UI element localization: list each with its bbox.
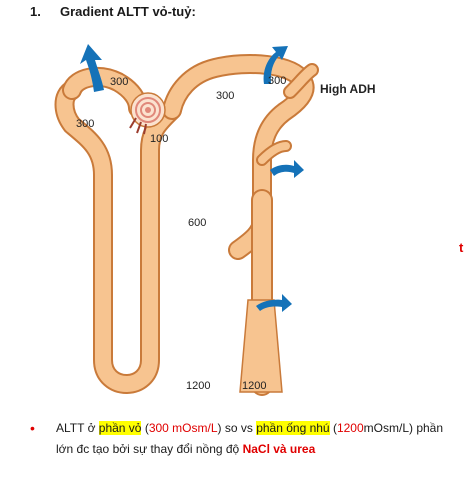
nephron-diagram: 300 300 100 300 300 High ADH 600 1200 12… — [54, 44, 376, 396]
bullet-text-part: mOsm/L) phần lớn đc tạo bởi sự thay đổi … — [56, 421, 444, 456]
label-cortex-top: 300 — [110, 76, 129, 88]
label-interstitial-top: 300 — [216, 90, 235, 102]
bullet-text-part: ) so vs — [217, 421, 257, 435]
arrow-right-2 — [256, 294, 292, 312]
value-papilla: 1200 — [336, 421, 364, 435]
label-cortex-left: 300 — [76, 118, 95, 130]
arrow-up-left — [80, 44, 104, 92]
arrow-right-1 — [270, 160, 304, 178]
section-number: 1. — [30, 4, 41, 19]
nacl-urea: NaCl và urea — [242, 442, 316, 456]
bullet-item: • ALTT ở phần vỏ (300 mOsm/L) so vs phần… — [30, 418, 454, 460]
section-heading: 1. Gradient ALTT vỏ-tuỷ: — [30, 4, 196, 19]
label-collecting-top: 300 — [268, 75, 287, 87]
value-cortex: 300 mOsm/L — [148, 421, 218, 435]
papillary-duct — [239, 299, 283, 393]
bullet-text-part: ( — [329, 421, 337, 435]
nephron-illustration — [54, 44, 319, 396]
highlight-cortex: phần vỏ — [98, 421, 142, 435]
cropped-edge-mark: t — [459, 240, 464, 254]
label-bottom-loop: 1200 — [186, 380, 211, 392]
section-title: Gradient ALTT vỏ-tuỷ: — [60, 4, 196, 19]
label-high-adh: High ADH — [320, 82, 376, 96]
bullet-dot-icon: • — [30, 420, 35, 436]
arrow-up-top — [263, 46, 288, 84]
bullet-text: ALTT ở phần vỏ (300 mOsm/L) so vs phần ố… — [56, 418, 454, 460]
loop-of-henle — [54, 54, 319, 396]
label-distal: 100 — [150, 133, 169, 145]
bullet-text-part: ( — [141, 421, 149, 435]
glomerulus — [129, 92, 166, 135]
label-bottom-duct: 1200 — [242, 380, 267, 392]
bullet-text-part: ALTT ở — [56, 421, 99, 435]
water-flow-arrows — [80, 44, 304, 312]
highlight-papilla: phần ống nhú — [256, 421, 330, 435]
label-mid: 600 — [188, 217, 207, 229]
